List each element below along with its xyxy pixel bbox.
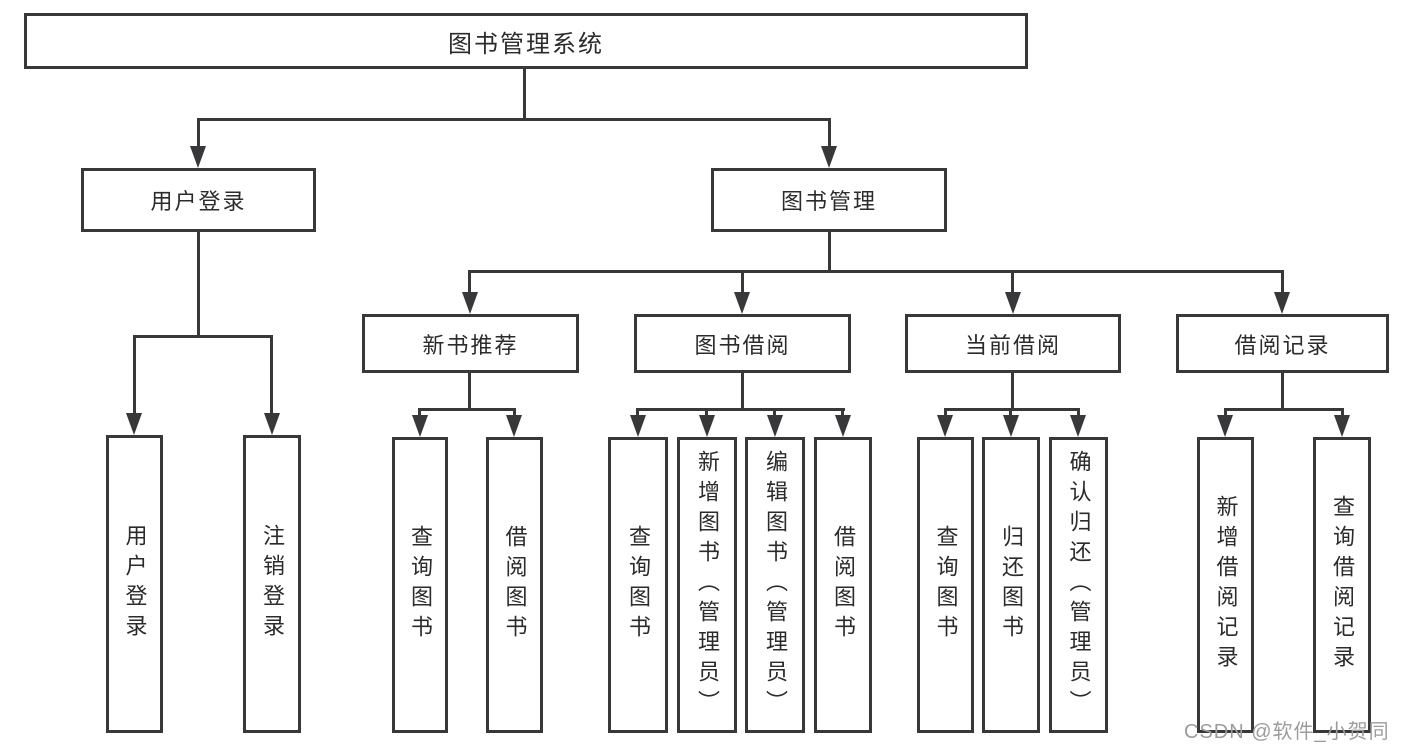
leaf-label: 确认归还（管理员） (1066, 450, 1092, 720)
leaf-logout: 注销登录 (243, 435, 301, 733)
leaf-confirm-return-admin: 确认归还（管理员） (1049, 437, 1108, 733)
csdn-watermark: CSDN @软件_小贺同学 (1184, 721, 1390, 743)
connector-drop (1077, 408, 1080, 418)
leaf-label: 查询图书 (626, 525, 651, 645)
node-label: 用户登录 (150, 189, 247, 214)
connector-drop (1224, 408, 1227, 418)
arrowhead-icon (1217, 415, 1233, 437)
connector-rail (1224, 408, 1344, 411)
connector-drop (1009, 408, 1012, 418)
arrowhead-icon (1005, 292, 1021, 314)
leaf-query-books: 查询图书 (917, 437, 974, 733)
connector-stem (197, 232, 200, 335)
leaf-add-book-admin: 新增图书（管理员） (677, 437, 737, 733)
connector-root-rail (197, 118, 831, 121)
node-label: 借阅记录 (1234, 332, 1331, 358)
leaf-label: 新增图书（管理员） (695, 450, 720, 720)
node-label: 当前借阅 (964, 332, 1061, 358)
leaf-label: 查询图书 (933, 525, 959, 645)
arrowhead-icon (630, 415, 646, 437)
node-label: 图书借阅 (694, 332, 791, 358)
arrowhead-icon (835, 415, 851, 437)
node-book-management-system: 图书管理系统 (24, 13, 1028, 69)
connector-drop (944, 408, 947, 418)
connector-drop (513, 408, 516, 418)
node-book-borrow: 图书借阅 (634, 314, 851, 373)
arrowhead-icon (734, 292, 750, 314)
arrowhead-icon (821, 146, 837, 168)
connector-root-stem (523, 69, 526, 119)
arrowhead-icon (767, 415, 783, 437)
leaf-add-borrow-record: 新增借阅记录 (1197, 437, 1254, 733)
leaf-label: 借阅图书 (502, 525, 528, 645)
arrowhead-icon (1334, 415, 1350, 437)
connector-drop (418, 408, 421, 418)
arrowhead-icon (462, 292, 478, 314)
connector-drop (841, 408, 844, 418)
arrowhead-icon (937, 415, 953, 437)
leaf-user-login: 用户登录 (106, 435, 163, 733)
leaf-return-books: 归还图书 (982, 437, 1040, 733)
connector-stem (1011, 373, 1014, 408)
connector-stem (1281, 373, 1284, 408)
leaf-label: 用户登录 (122, 524, 148, 644)
connector-drop (1011, 270, 1014, 294)
node-user-login: 用户登录 (81, 168, 316, 232)
node-label: 图书管理系统 (448, 30, 604, 58)
arrowhead-icon (190, 146, 206, 168)
node-new-book-recommend: 新书推荐 (362, 314, 579, 373)
connector-drop (773, 408, 776, 418)
node-label: 图书管理 (780, 189, 877, 214)
connector-stem (828, 232, 831, 270)
leaf-label: 查询借阅记录 (1330, 495, 1355, 675)
leaf-borrow-books: 借阅图书 (486, 437, 543, 733)
arrowhead-icon (264, 413, 280, 435)
arrowhead-icon (126, 413, 142, 435)
connector-drop (1341, 408, 1344, 418)
leaf-borrow-books: 借阅图书 (814, 437, 872, 733)
connector-rail (944, 408, 1080, 411)
leaf-edit-book-admin: 编辑图书（管理员） (745, 437, 805, 733)
node-current-borrow: 当前借阅 (905, 314, 1121, 373)
node-book-management: 图书管理 (711, 168, 947, 232)
connector-drop (636, 408, 639, 418)
arrowhead-icon (1070, 415, 1086, 437)
leaf-label: 查询图书 (408, 525, 433, 645)
connector-drop (197, 118, 200, 150)
leaf-label: 注销登录 (260, 524, 285, 644)
arrowhead-icon (412, 415, 428, 437)
connector-drop (133, 335, 136, 415)
arrowhead-icon (506, 415, 522, 437)
connector-drop (741, 270, 744, 294)
leaf-query-borrow-record: 查询借阅记录 (1313, 437, 1371, 733)
connector-stem (468, 373, 471, 408)
arrowhead-icon (1003, 415, 1019, 437)
arrowhead-icon (1274, 292, 1290, 314)
connector-drop (1281, 270, 1284, 294)
arrowhead-icon (699, 415, 715, 437)
leaf-label: 编辑图书（管理员） (763, 450, 788, 720)
connector-rail (133, 335, 273, 338)
connector-drop (705, 408, 708, 418)
leaf-label: 借阅图书 (831, 525, 856, 645)
connector-rail (468, 270, 1282, 273)
leaf-label: 新增借阅记录 (1213, 495, 1239, 675)
connector-rail (418, 408, 516, 411)
connector-rail (636, 408, 845, 411)
node-label: 新书推荐 (422, 332, 519, 358)
leaf-label: 归还图书 (999, 525, 1024, 645)
connector-stem (741, 373, 744, 408)
connector-drop (468, 270, 471, 294)
node-borrow-records: 借阅记录 (1176, 314, 1389, 373)
connector-drop (828, 118, 831, 150)
leaf-query-books: 查询图书 (608, 437, 668, 733)
leaf-query-books: 查询图书 (392, 437, 448, 733)
connector-drop (270, 335, 273, 415)
